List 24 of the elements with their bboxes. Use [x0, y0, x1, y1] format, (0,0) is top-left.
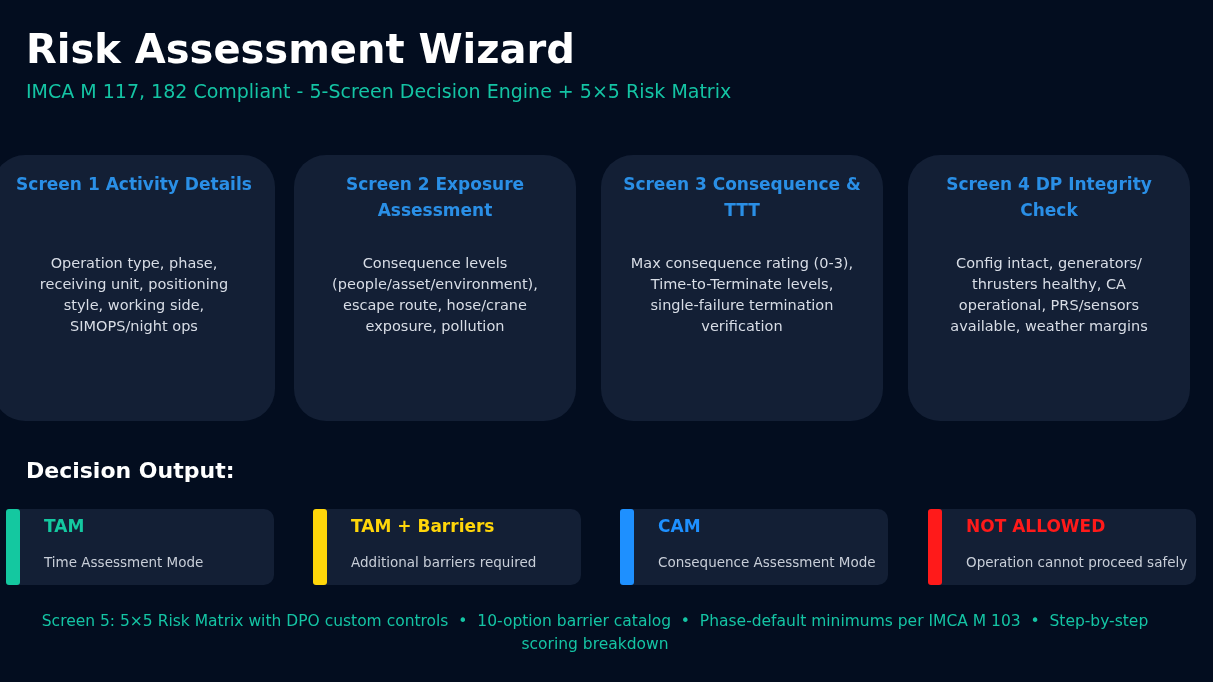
output-card — [6, 509, 274, 585]
card-heading: Screen 2 Exposure Assessment — [344, 173, 526, 222]
card-description: Operation cannot proceed safely — [966, 553, 1188, 572]
subtitle: IMCA M 117, 182 Compliant - 5-Screen Decision Engine + 5×5 Risk Matrix — [26, 80, 732, 102]
card-heading: Screen 1 Activity Details — [15, 173, 253, 196]
card-heading: CAM — [658, 516, 701, 536]
footer-caption: Screen 5: 5×5 Risk Matrix with DPO custom controls • 10-option barrier catalog • Phase-default minimums per IMCA M 103 • Step-by-step scoring breakdown — [40, 611, 1150, 655]
slide-title: Risk Assessment Wizard — [26, 26, 575, 72]
card-heading: Screen 4 DP Integrity Check — [945, 173, 1153, 222]
card-description: Config intact, generators/ thrusters healthy, CA operational, PRS/sensors available, weather margins — [949, 254, 1149, 336]
card-heading: TAM — [44, 516, 85, 536]
card-description: Time Assessment Mode — [44, 553, 205, 572]
output-card — [620, 509, 888, 585]
card-description: Consequence Assessment Mode — [658, 553, 877, 572]
card-description: Operation type, phase, receiving unit, positioning style, working side, SIMOPS/night ops — [38, 254, 230, 336]
section-heading: Decision Output: — [26, 458, 235, 483]
output-card — [928, 509, 1196, 585]
output-card — [313, 509, 581, 585]
card-heading: NOT ALLOWED — [966, 516, 1106, 536]
card-description: Max consequence rating (0-3), Time-to-Terminate levels, single-failure termination verification — [629, 254, 855, 336]
card-description: Additional barriers required — [351, 553, 538, 572]
card-heading: TAM + Barriers — [351, 516, 495, 536]
card-heading: Screen 3 Consequence & TTT — [622, 173, 862, 222]
card-description: Consequence levels (people/asset/environment), escape route, hose/crane exposure, pollution — [331, 254, 539, 336]
